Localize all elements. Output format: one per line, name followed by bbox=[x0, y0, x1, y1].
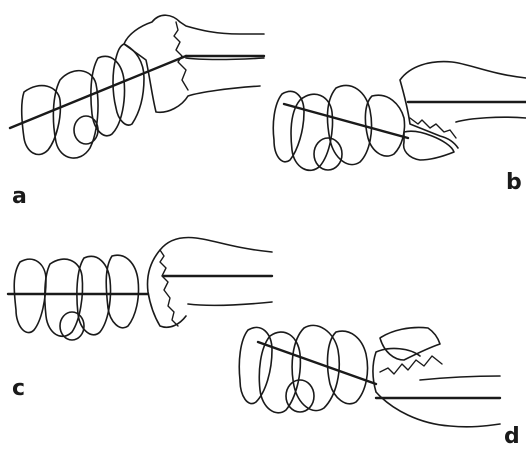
panel-b-drawing bbox=[273, 62, 526, 171]
panel-d-pisiform bbox=[286, 380, 314, 412]
panel-a-pisiform bbox=[74, 116, 98, 144]
panel-c-hamate bbox=[14, 259, 46, 332]
panel-b-distal-fragment bbox=[404, 131, 454, 160]
panel-c-radius bbox=[148, 238, 273, 328]
panel-d-drawing bbox=[239, 325, 500, 426]
panel-d-dorsal-fragment bbox=[380, 327, 440, 360]
panel-label-b: b bbox=[506, 172, 522, 194]
panel-b-fracture bbox=[410, 118, 456, 138]
panel-a-radius bbox=[124, 15, 264, 112]
panel-b-carpal-axis bbox=[284, 104, 408, 138]
panel-d-carpal-axis bbox=[258, 342, 376, 384]
panel-label-d: d bbox=[504, 426, 520, 448]
panel-label-a: a bbox=[12, 186, 27, 208]
panel-a-drawing bbox=[10, 15, 264, 158]
panel-c-drawing bbox=[8, 238, 272, 341]
panel-c-fracture bbox=[160, 250, 178, 326]
panel-b-radius bbox=[400, 62, 526, 148]
panel-a-lunate bbox=[91, 56, 125, 135]
panel-b-pisiform bbox=[314, 138, 342, 170]
panel-label-c: c bbox=[12, 378, 25, 400]
panel-d-fracture bbox=[380, 356, 442, 374]
panel-c-pisiform bbox=[60, 312, 84, 340]
panel-b-capitate bbox=[291, 94, 333, 170]
